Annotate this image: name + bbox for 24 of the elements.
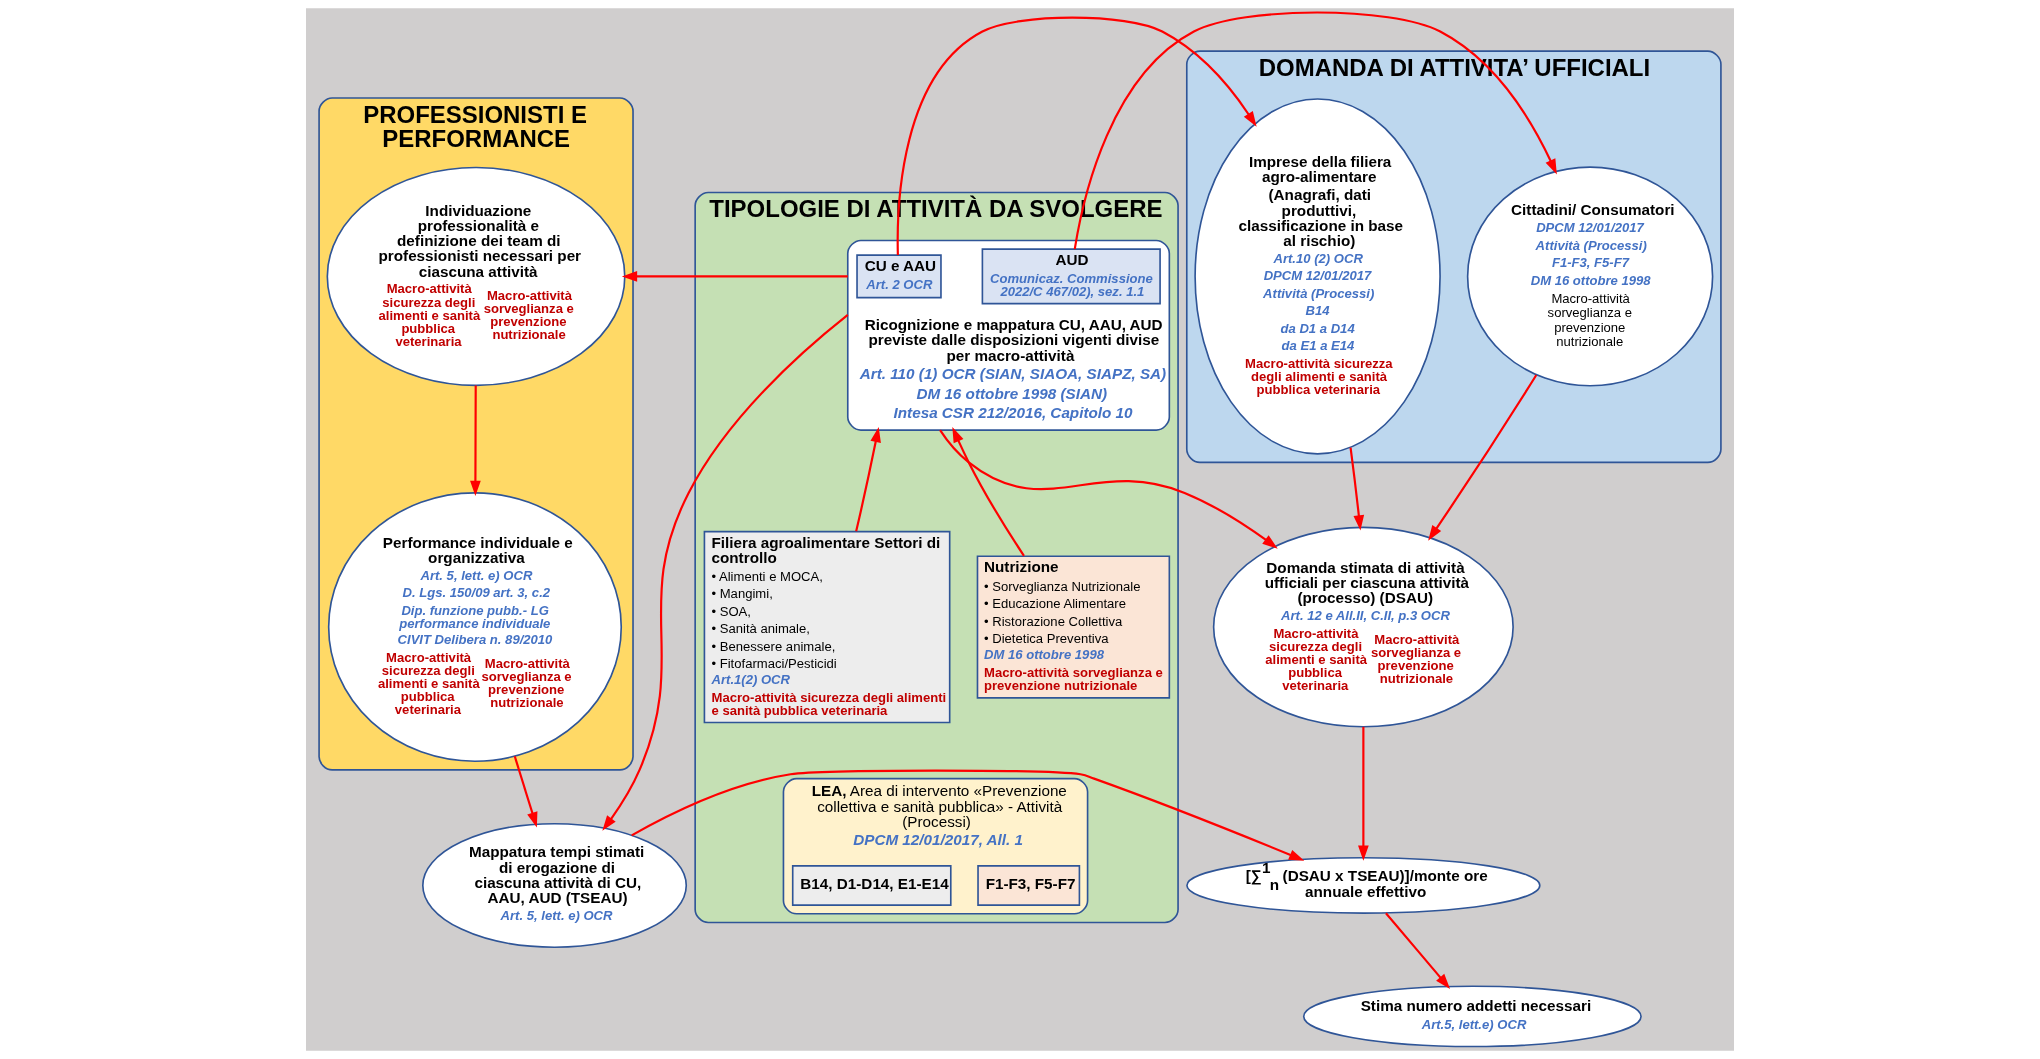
arrow — [1358, 726, 1369, 861]
arrow — [602, 314, 849, 831]
node-box: CU e AAU Art. 2 OCR — [856, 254, 942, 299]
arrow — [855, 426, 881, 532]
node-ellipse: Stima numero addetti necessari Art.5, lett.e) OCR — [1302, 985, 1642, 1048]
arrow — [939, 429, 1278, 549]
node-box: F1-F3, F5-F7 — [977, 865, 1081, 906]
node-box: AUD Comunicaz. Commissione 2022/C 467/02), sez. 1.1 — [981, 248, 1161, 305]
arrow — [621, 271, 848, 282]
node-box: Nutrizione • Sorveglianza Nutrizionale • Educazione Alimentare • Ristorazione Collettiva • Dietetica Preventiva DM 16 ottobre 1998 Macro-attività sorveglianza e prevenzione nutrizionale — [976, 555, 1171, 699]
node-box: Filiera agroalimentare Settori di controllo • Alimenti e MOCA, • Mangimi, • SOA, • Sanità animale, • Benessere animale, • Fitofarmaci/Pesticidi Art.1(2) OCR Macro-attività sicurezza degli alimenti e sanità pubblica veterinaria — [703, 530, 951, 724]
arrow — [952, 427, 1025, 557]
node-box: B14, D1-D14, E1-E14 — [791, 865, 952, 906]
arrow — [896, 16, 1257, 256]
arrow — [1385, 912, 1451, 989]
node-ellipse: Cittadini/ Consumatori DPCM 12/01/2017 Attività (Processi) F1-F3, F5-F7 DM 16 ottobre 1998 Macro-attività sorveglianza e prevenzione nutrizionale — [1466, 166, 1714, 387]
arrow — [1349, 447, 1365, 531]
node-ellipse: Mappatura tempi stimati di erogazione di ciascuna attività di CU, AAU, AUD (TSEAU) Art. 5, lett. e) OCR — [422, 822, 688, 949]
arrow — [470, 385, 481, 497]
arrow — [513, 755, 538, 828]
node-ellipse: Imprese della filiera agro-alimentare (Anagrafi, dati produttivi, classificazione in base al rischio) Art.10 (2) OCR DPCM 12/01/2017 Attività (Processi) B14 da D1 a D14 da E1 a E14 Macro-attività sicurezza degli alimenti e sanità pubblica veterinaria — [1194, 98, 1441, 455]
arrow — [1428, 374, 1538, 541]
arrow — [631, 769, 1305, 861]
arrow — [1073, 11, 1557, 250]
